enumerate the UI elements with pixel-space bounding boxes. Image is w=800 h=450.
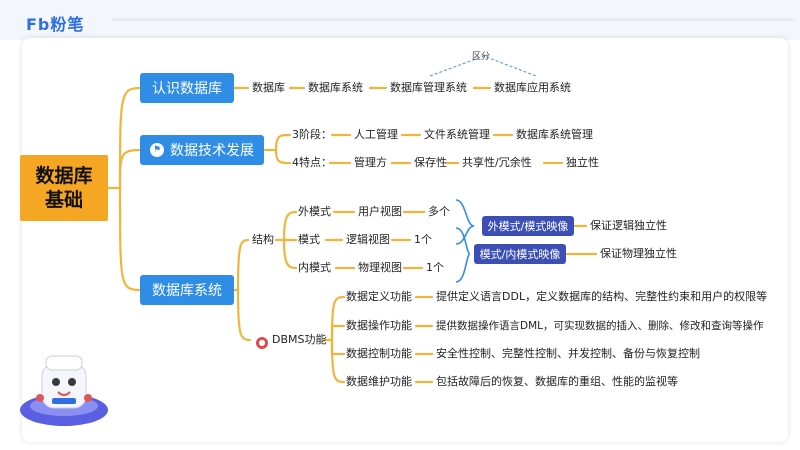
mapping-external-schema[interactable]: 外模式/模式映像	[482, 216, 574, 236]
dbms-item-desc: 包括故障后的恢复、数据库的重组、性能的监视等	[436, 375, 678, 388]
node-data-tech-development[interactable]: ⚑ 数据技术发展	[140, 135, 264, 165]
schema-name: 内模式	[298, 261, 331, 274]
schema-count: 多个	[428, 205, 450, 218]
node-label: 数据技术发展	[170, 143, 254, 159]
dbms-item-name: 数据操作功能	[346, 319, 412, 332]
node-label: 认识数据库	[152, 81, 222, 97]
dbms-label-text: DBMS功能	[272, 333, 327, 346]
flag-icon: ⚑	[150, 143, 164, 157]
feature-label: 4特点：	[292, 156, 332, 169]
node-database-system[interactable]: 数据库系统	[140, 275, 234, 305]
mascot-icon	[20, 355, 108, 426]
person-icon: ●	[256, 337, 268, 349]
schema-count: 1个	[414, 233, 432, 246]
schema-count: 1个	[426, 261, 444, 274]
dbms-functions-label: ● DBMS功能	[256, 333, 327, 349]
dbms-item-desc: 安全性控制、完整性控制、并发控制、备份与恢复控制	[436, 347, 700, 360]
stage-label: 3阶段：	[292, 128, 332, 141]
schema-view: 用户视图	[358, 205, 402, 218]
chain-item: 数据库	[252, 81, 285, 94]
root-title-line1: 数据库	[35, 165, 93, 187]
brand-logo: Fb粉笔	[26, 15, 85, 34]
root-node[interactable]: 数据库 基础	[20, 155, 108, 221]
mapping-schema-internal[interactable]: 模式/内模式映像	[474, 244, 566, 264]
chain-item: 数据库系统	[308, 81, 363, 94]
mapping-result: 保证物理独立性	[600, 247, 677, 260]
feature-item: 管理方	[354, 156, 387, 169]
stage-item: 文件系统管理	[424, 128, 490, 141]
chain-item: 数据库管理系统	[390, 81, 467, 94]
feature-item: 共享性/冗余性	[462, 156, 532, 169]
dbms-item-desc: 提供定义语言DDL，定义数据库的结构、完整性约束和用户的权限等	[436, 290, 768, 303]
schema-name: 外模式	[298, 205, 331, 218]
dbms-item-name: 数据控制功能	[346, 347, 412, 360]
root-title-line2: 基础	[44, 189, 83, 211]
dbms-item-name: 数据定义功能	[346, 290, 412, 303]
schema-view: 逻辑视图	[346, 233, 390, 246]
node-recognize-database[interactable]: 认识数据库	[140, 73, 234, 103]
schema-view: 物理视图	[358, 261, 402, 274]
stage-item: 数据库系统管理	[516, 128, 593, 141]
chain-item: 数据库应用系统	[494, 81, 571, 94]
mapping-label: 外模式/模式映像	[487, 220, 569, 233]
structure-label: 结构	[252, 233, 274, 246]
mapping-label: 模式/内模式映像	[479, 248, 561, 261]
bracket-label-distinguish: 区分	[472, 52, 491, 62]
stage-item: 人工管理	[354, 128, 398, 141]
schema-name: 模式	[298, 233, 320, 246]
top-divider	[112, 18, 796, 21]
feature-item: 保存性	[414, 156, 447, 169]
dbms-item-name: 数据维护功能	[346, 375, 412, 388]
feature-item: 独立性	[566, 156, 599, 169]
node-label: 数据库系统	[152, 283, 222, 299]
mapping-result: 保证逻辑独立性	[590, 219, 667, 232]
dbms-item-desc: 提供数据操作语言DML，可实现数据的插入、删除、修改和查询等操作	[436, 320, 764, 332]
